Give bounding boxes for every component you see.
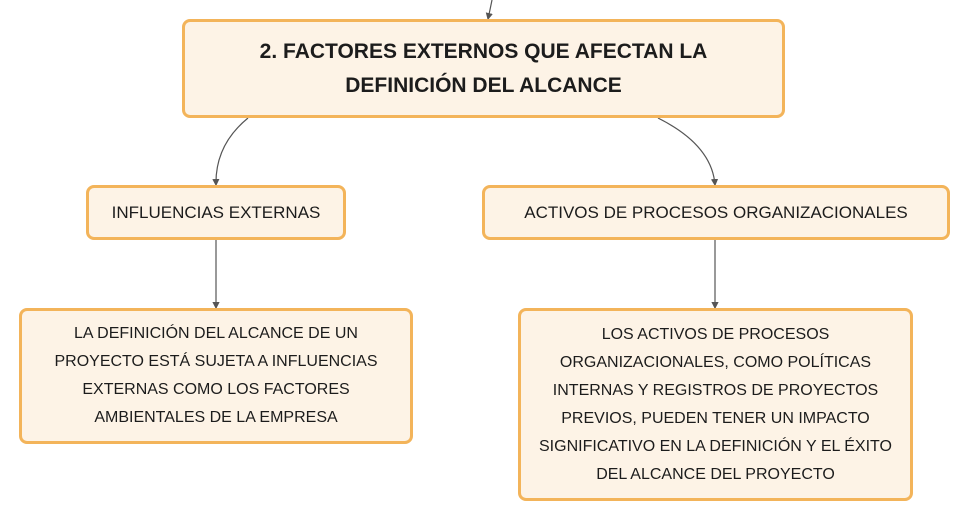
connector-incoming [485, 0, 493, 21]
connector-root-to-right [657, 117, 719, 187]
detail-node-activos-procesos[interactable]: LOS ACTIVOS DE PROCESOS ORGANIZACIONALES… [518, 308, 913, 501]
detail-node-influencias-externas[interactable]: LA DEFINICIÓN DEL ALCANCE DE UN PROYECTO… [19, 308, 413, 444]
root-node[interactable]: 2. FACTORES EXTERNOS QUE AFECTAN LA DEFI… [182, 19, 785, 118]
branch-node-label: INFLUENCIAS EXTERNAS [111, 202, 321, 222]
branch-node-label: ACTIVOS DE PROCESOS ORGANIZACIONALES [524, 202, 908, 222]
detail-node-text: LOS ACTIVOS DE PROCESOS ORGANIZACIONALES… [539, 325, 892, 483]
branch-node-influencias-externas[interactable]: INFLUENCIAS EXTERNAS [86, 185, 346, 240]
root-node-label: 2. FACTORES EXTERNOS QUE AFECTAN LA DEFI… [259, 39, 708, 97]
branch-node-activos-procesos[interactable]: ACTIVOS DE PROCESOS ORGANIZACIONALES [482, 185, 950, 240]
detail-node-text: LA DEFINICIÓN DEL ALCANCE DE UN PROYECTO… [54, 325, 378, 426]
connector-root-to-left [212, 117, 249, 187]
